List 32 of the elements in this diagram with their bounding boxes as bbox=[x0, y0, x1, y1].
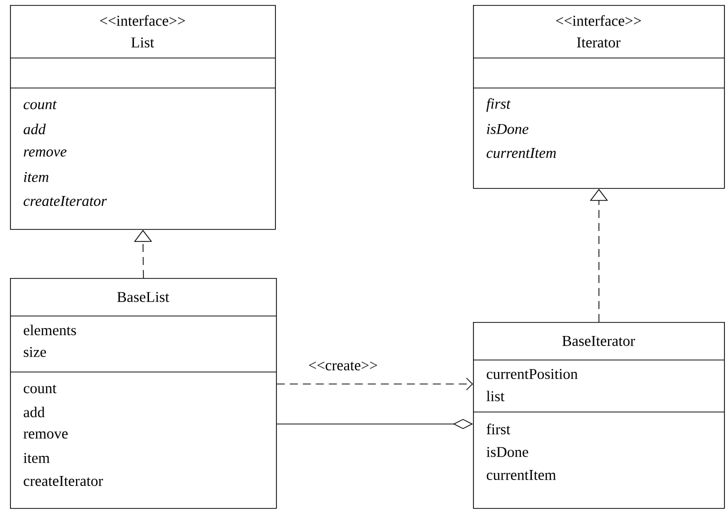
attribute-text: currentPosition bbox=[486, 368, 578, 380]
attribute-text: elements bbox=[24, 324, 76, 336]
class-box bbox=[472, 5, 725, 189]
operation-text: item bbox=[24, 452, 50, 464]
class-box bbox=[472, 322, 725, 509]
class-name: BaseList bbox=[117, 292, 170, 302]
class-box bbox=[10, 278, 277, 509]
class-name: Iterator bbox=[576, 38, 620, 48]
operation-text: isDone bbox=[486, 446, 528, 458]
stereotype-label: <<interface>> bbox=[100, 15, 185, 26]
class-name: BaseIterator bbox=[562, 336, 636, 346]
edge-label: <<create>> bbox=[308, 362, 378, 370]
operation-text: add bbox=[24, 406, 45, 418]
class-name: List bbox=[131, 37, 154, 48]
operation-text: remove bbox=[24, 149, 66, 157]
attribute-text: size bbox=[24, 346, 46, 358]
operation-text: currentItem bbox=[486, 148, 556, 158]
operation-text: isDone bbox=[487, 124, 528, 134]
operation-text: createIterator bbox=[24, 196, 107, 206]
attribute-text: list bbox=[486, 390, 504, 402]
operation-text: item bbox=[24, 172, 48, 182]
operation-text: add bbox=[24, 124, 46, 134]
arrow bbox=[276, 378, 473, 390]
operation-text: remove bbox=[24, 431, 68, 439]
operation-text: first bbox=[486, 98, 511, 112]
operation-text: currentItem bbox=[486, 470, 556, 480]
operation-text: first bbox=[486, 424, 510, 434]
operation-text: createIterator bbox=[24, 476, 104, 486]
class-box bbox=[10, 5, 276, 230]
operation-text: count bbox=[24, 100, 57, 110]
operation-text: count bbox=[24, 384, 56, 394]
stereotype-label: <<interface>> bbox=[556, 15, 641, 26]
